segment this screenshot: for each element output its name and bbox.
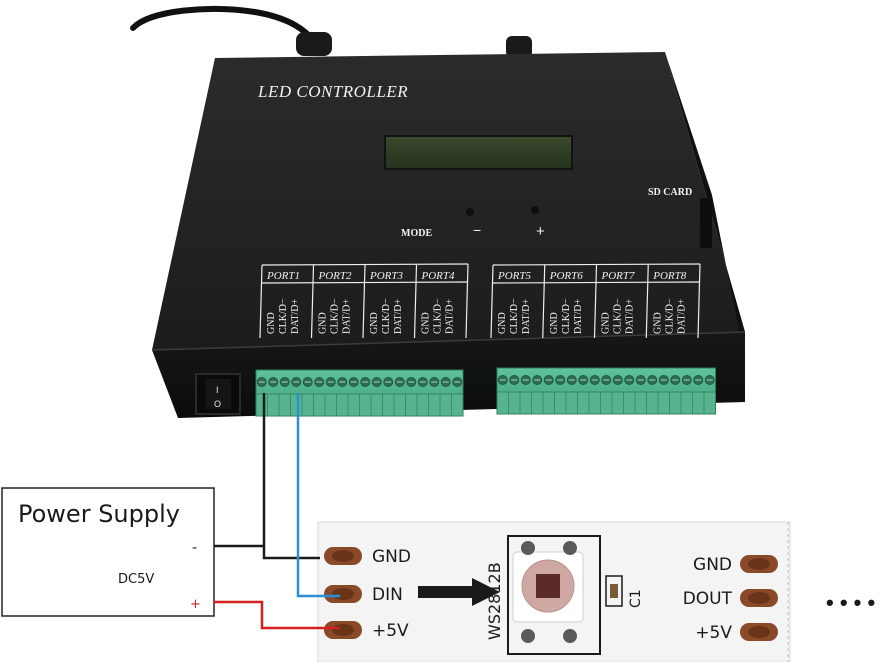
- pin-label: CLK/D−: [509, 298, 520, 334]
- pin-label: DAT/D+: [445, 299, 456, 334]
- port-label-3: PORT3: [369, 270, 404, 282]
- data-arrow-head: [472, 578, 500, 606]
- pin-label: GND: [318, 312, 329, 334]
- minus-button[interactable]: [531, 206, 539, 214]
- capacitor: [605, 575, 623, 607]
- cable-connector: [296, 32, 332, 56]
- pin-label: GND: [652, 312, 663, 334]
- pin-label: DAT/D+: [290, 299, 301, 334]
- controller-title: LED CONTROLLER: [257, 82, 408, 101]
- pin-label: DAT/D+: [342, 299, 353, 334]
- switch-on-label: I: [216, 385, 219, 395]
- led-strip: GND DIN +5V GND DOUT +5V WS2812B C1 • • • •: [317, 521, 875, 662]
- pad-label: GND: [693, 555, 732, 575]
- wires: [214, 393, 340, 630]
- port-label-5: PORT5: [497, 270, 532, 282]
- lcd-screen: [384, 135, 573, 170]
- power-supply-voltage: DC5V: [118, 572, 154, 587]
- sd-card-label: SD CARD: [648, 187, 692, 198]
- plus-label: +: [536, 223, 545, 240]
- pin-label: CLK/D−: [330, 298, 341, 334]
- pin-label: DAT/D+: [393, 299, 404, 334]
- port-label-6: PORT6: [549, 270, 584, 282]
- led-die: [536, 574, 560, 598]
- power-switch-rocker: [205, 379, 231, 409]
- power-cable: [130, 6, 318, 45]
- port-label-7: PORT7: [601, 270, 636, 282]
- data-arrow-shaft: [418, 586, 476, 598]
- pin-label: CLK/D−: [433, 298, 444, 334]
- chip-outline: [507, 535, 601, 655]
- power-supply-box: [1, 487, 215, 617]
- power-wire: [214, 600, 340, 630]
- pad-label: +5V: [695, 623, 732, 643]
- chip-label: WS2812B: [485, 562, 504, 640]
- port-label-8: PORT8: [652, 270, 687, 282]
- port-label-4: PORT4: [421, 270, 456, 282]
- switch-off-label: O: [214, 399, 221, 409]
- pin-label: DAT/D+: [676, 299, 687, 334]
- power-supply-plus: +: [190, 597, 201, 612]
- power-supply-minus: -: [192, 540, 197, 556]
- continuation-dots: • • • •: [826, 590, 875, 615]
- pin-label: GND: [369, 312, 380, 334]
- pin-label: GND: [421, 312, 432, 334]
- power-supply-title: Power Supply: [18, 500, 180, 528]
- mode-button[interactable]: [466, 208, 474, 216]
- pin-label: GND: [549, 312, 560, 334]
- port-label-1: PORT1: [266, 270, 300, 282]
- knob: [506, 36, 532, 58]
- port-label-2: PORT2: [318, 270, 353, 282]
- pad-label: DIN: [372, 585, 403, 605]
- chip-pin-1: [521, 541, 535, 555]
- pad-label: GND: [372, 547, 411, 567]
- chip-pin-4: [563, 629, 577, 643]
- pin-label: GND: [601, 312, 612, 334]
- terminal-block-right: [496, 367, 716, 415]
- capacitor-body: [610, 584, 618, 598]
- chip-pin-3: [521, 629, 535, 643]
- capacitor-label: C1: [628, 589, 644, 608]
- minus-label: −: [473, 222, 481, 238]
- pin-label: GND: [266, 312, 277, 334]
- pin-label: CLK/D−: [664, 298, 675, 334]
- controller-right-side: [665, 52, 745, 345]
- pad-label: +5V: [372, 621, 409, 641]
- chip-pin-2: [563, 541, 577, 555]
- pin-label: CLK/D−: [381, 298, 392, 334]
- data-wire: [296, 393, 340, 598]
- pin-label: DAT/D+: [625, 299, 636, 334]
- ground-wire: [262, 393, 320, 560]
- terminal-block-left: [255, 369, 464, 417]
- mode-label: MODE: [401, 228, 432, 239]
- pin-label: CLK/D−: [561, 298, 572, 334]
- pin-label: DAT/D+: [521, 299, 532, 334]
- pin-label: CLK/D−: [278, 298, 289, 334]
- sd-card-slot: [700, 198, 712, 248]
- pin-label: DAT/D+: [573, 299, 584, 334]
- pin-label: GND: [497, 312, 508, 334]
- led-controller: LED CONTROLLER SD CARD MODE − + PORT1GND…: [151, 52, 746, 418]
- pin-label: CLK/D−: [613, 298, 624, 334]
- pad-label: DOUT: [683, 589, 733, 609]
